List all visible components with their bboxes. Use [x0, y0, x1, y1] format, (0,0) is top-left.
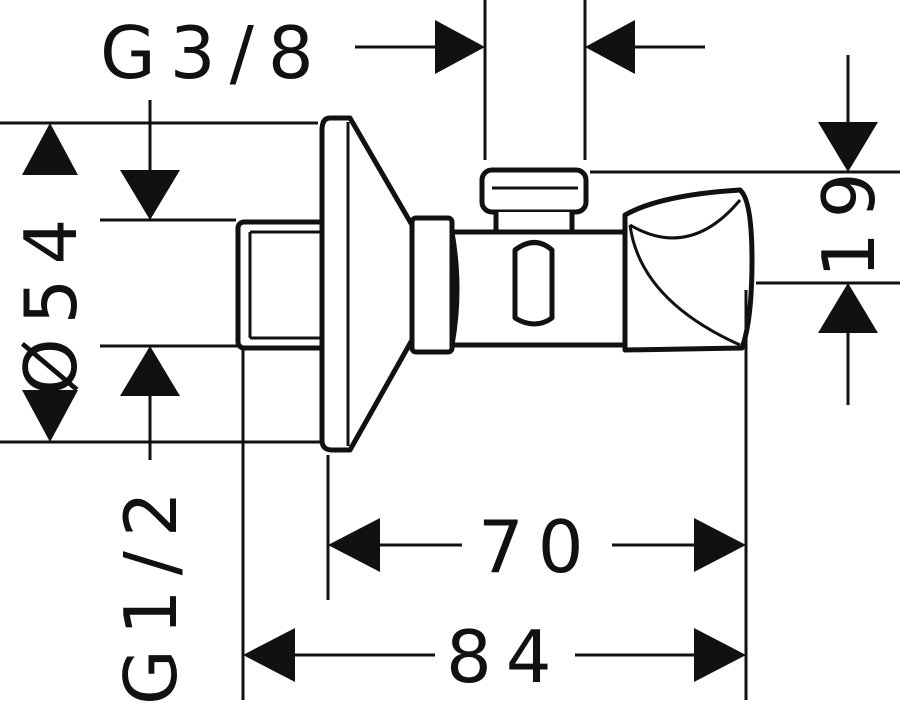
dimension-19: 19	[590, 55, 900, 405]
arrowhead-right-icon	[694, 518, 746, 572]
arrowhead-left-icon	[328, 518, 380, 572]
inlet-thread-label: G1/2	[109, 477, 193, 705]
arrowhead-right-icon	[435, 20, 485, 74]
outlet-thread-label: G3/8	[100, 11, 328, 95]
arrowhead-down-icon	[818, 122, 878, 172]
handle-height-label: 19	[807, 158, 891, 278]
dimension-g3-8: G3/8	[100, 0, 705, 160]
arrowhead-up-icon	[120, 346, 180, 396]
depth-70-label: 70	[478, 505, 598, 589]
rosette-diameter-label: Ø54	[9, 205, 93, 395]
arrowhead-up-icon	[22, 123, 78, 175]
arrowhead-left-icon	[243, 628, 295, 682]
arrowhead-up-icon	[818, 283, 878, 333]
arrowhead-down-icon	[22, 390, 78, 442]
arrowhead-right-icon	[694, 628, 746, 682]
valve-outline	[235, 115, 755, 453]
overall-depth-label: 84	[446, 615, 566, 699]
dimension-g1-2: G1/2	[100, 100, 240, 705]
dimension-diameter-54: Ø54	[0, 121, 320, 444]
arrowhead-down-icon	[120, 170, 180, 220]
arrowhead-left-icon	[585, 20, 635, 74]
dimension-84: 84	[241, 350, 746, 700]
dimension-70: 70	[326, 290, 748, 700]
